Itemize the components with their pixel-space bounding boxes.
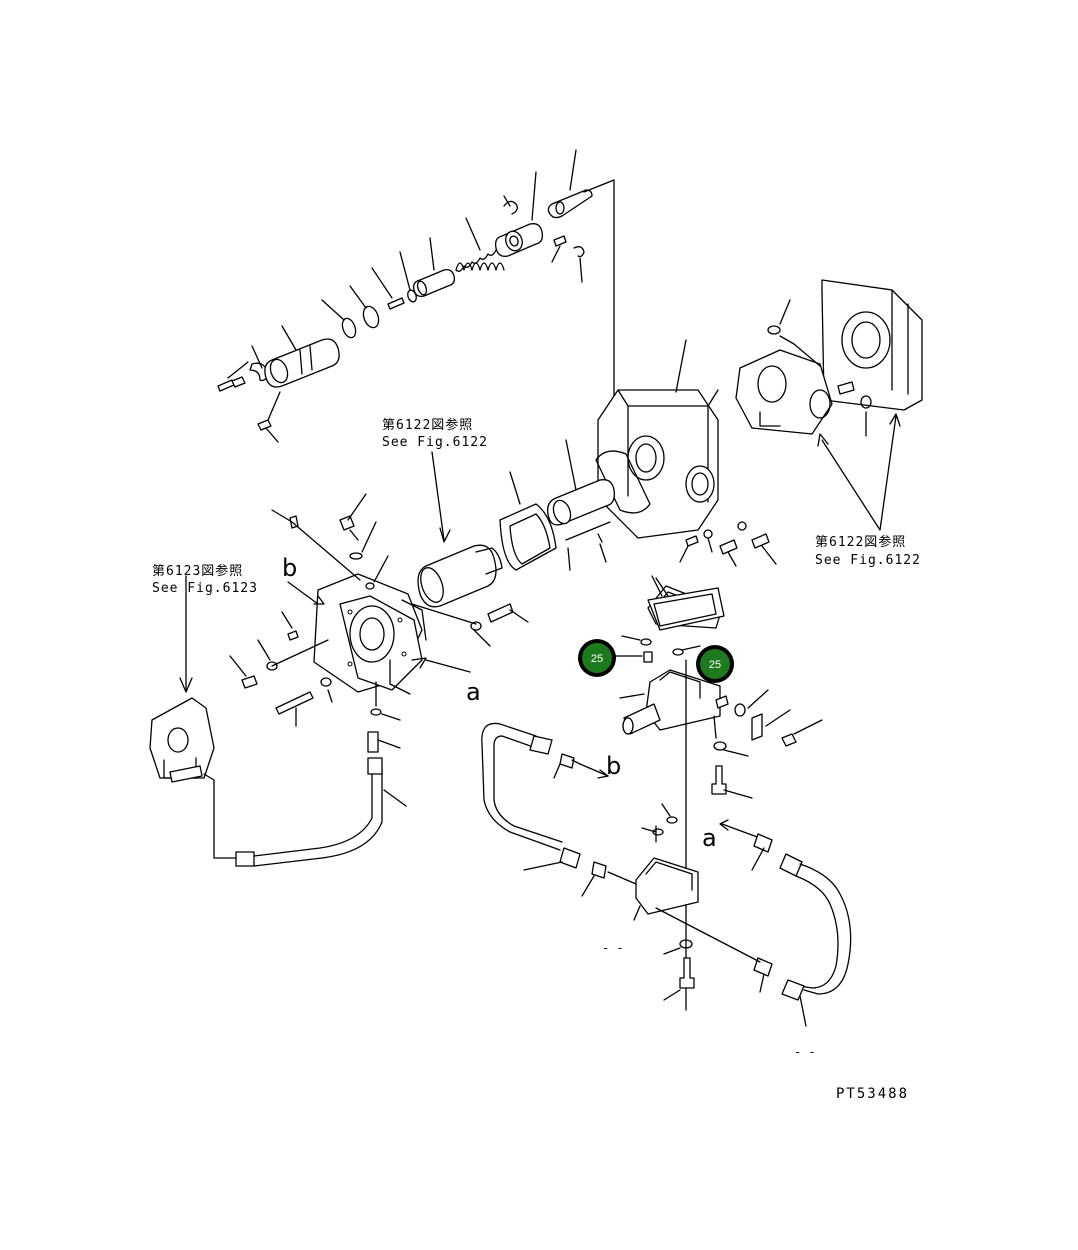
callout-25-right[interactable]: 25 — [696, 645, 734, 683]
callout-label: 25 — [591, 653, 603, 665]
ref-6122-top-jp: 第6122図参照 — [382, 417, 473, 433]
letter-b-right: b — [606, 752, 621, 780]
valve-gasket — [647, 575, 725, 631]
letter-a-right: a — [702, 824, 717, 852]
ref-6122-right-jp: 第6122図参照 — [815, 534, 906, 550]
dash-mark-left: - - — [602, 941, 624, 955]
pump-housing — [547, 339, 719, 571]
housing-small-parts — [679, 521, 777, 567]
gasket — [499, 471, 557, 571]
letter-a-left: a — [466, 678, 481, 706]
flange-cover: a b — [229, 493, 529, 753]
dash-mark-right: - - — [794, 1045, 816, 1059]
right-housing-ref-6122: 第6122図参照 See Fig.6122 — [735, 279, 923, 568]
letter-b-left: b — [282, 554, 297, 582]
cylinder-ref-6122: 第6122図参照 See Fig.6122 — [382, 417, 503, 608]
valve-block — [615, 577, 823, 1011]
left-pump-and-hose: 第6123図参照 See Fig.6123 — [149, 563, 407, 867]
drawing-code: PT53488 — [836, 1086, 909, 1102]
center-hoses: b a — [481, 722, 852, 1027]
callout-label: 25 — [709, 659, 721, 671]
ref-6122-top-en: See Fig.6122 — [382, 435, 488, 450]
ref-6123-jp: 第6123図参照 — [152, 563, 243, 579]
ref-6122-right-en: See Fig.6122 — [815, 553, 921, 568]
spool-assembly — [217, 149, 615, 443]
ref-6123-en: See Fig.6123 — [152, 581, 258, 596]
callout-25-left[interactable]: 25 — [578, 639, 616, 677]
